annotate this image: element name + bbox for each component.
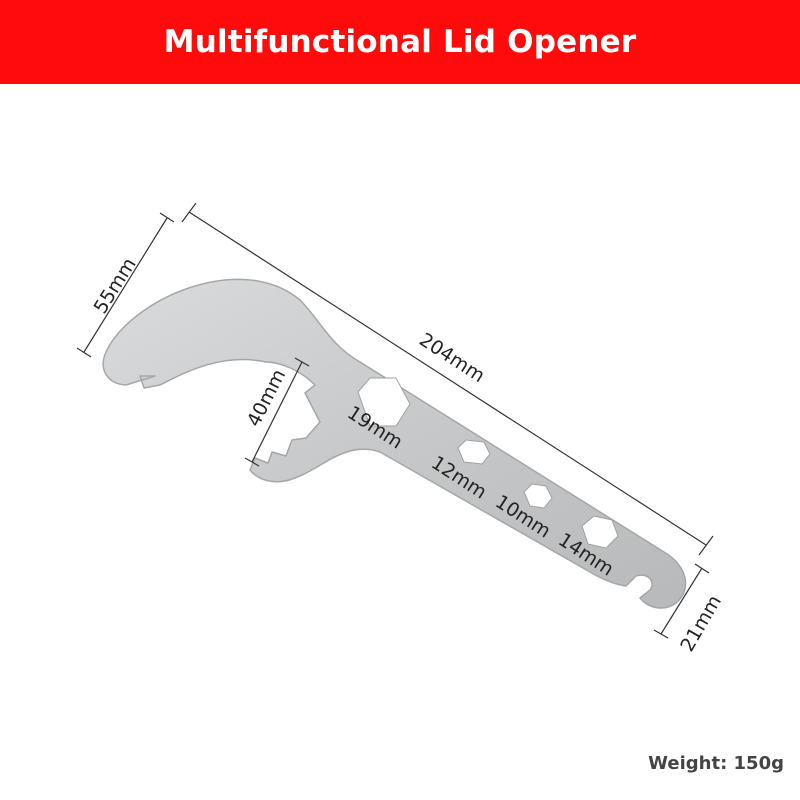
hex-hole-14mm xyxy=(581,515,619,549)
product-illustration: 204mm 55mm 40mm 21mm 19mm 12mm 10mm 14mm xyxy=(76,202,726,656)
end-width-dimension-label: 21mm xyxy=(676,591,726,655)
hook-height-dimension-label: 55mm xyxy=(90,254,141,318)
jaw-opening-dimension-label: 40mm xyxy=(243,366,290,431)
hex-hole-12mm xyxy=(457,439,491,465)
hex-hole-10mm xyxy=(523,483,553,509)
weight-label: Weight: 150g xyxy=(648,753,784,774)
banner-title: Multifunctional Lid Opener xyxy=(163,24,637,60)
lid-opener-tool xyxy=(102,278,687,609)
length-dimension-label: 204mm xyxy=(415,329,488,387)
title-banner: Multifunctional Lid Opener xyxy=(0,0,800,84)
dimension-lines xyxy=(76,202,714,639)
hex-hole-19mm xyxy=(357,377,411,427)
